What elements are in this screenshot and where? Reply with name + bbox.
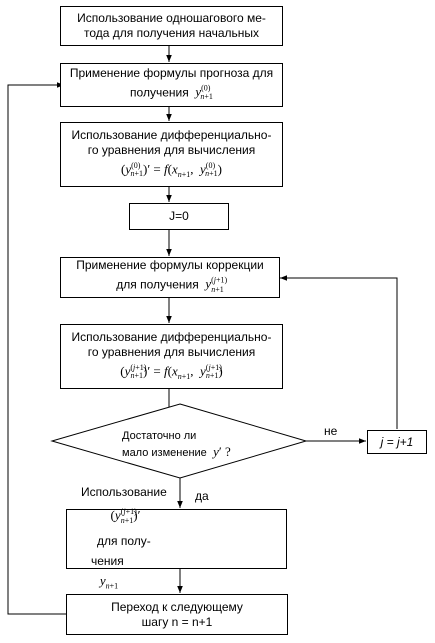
diff2-formula: (y(j+1)n+1)′ = f(xn+1, y(j+1)n+1) — [120, 362, 223, 381]
use-formula: (y(j+1)n+1)′ — [107, 506, 141, 525]
increment-label: j = j+1 — [380, 434, 414, 449]
init-label: J=0 — [169, 209, 189, 223]
correct-formula: y(j+1)n+1 — [205, 276, 228, 294]
use-box: Использование (y(j+1)n+1)′ для полу- чен… — [66, 485, 287, 590]
predict-line1: Применение формулы прогноза для — [69, 65, 274, 80]
use-formula2: yn+1 — [99, 572, 119, 591]
yes-label: да — [195, 489, 209, 503]
diff1-line2: го уравнения для вычисления — [87, 142, 256, 157]
diff1-formula: (y(0)n+1)′ = f(xn+1, y(0)n+1) — [121, 160, 222, 179]
next-line2: шагу n = n+1 — [141, 614, 213, 629]
diff2-line1: Использование дифференциально- — [71, 329, 272, 344]
predict-box: Применение формулы прогноза для получени… — [60, 63, 283, 107]
diff1-box: Использование дифференциально- го уравне… — [60, 122, 283, 187]
predict-line2: получения y(0)n+1 — [130, 83, 213, 102]
correct-box: Применение формулы коррекции для получен… — [60, 257, 280, 298]
diff1-line1: Использование дифференциально- — [71, 127, 272, 142]
arrow-next-predict — [7, 82, 66, 615]
diff2-box: Использование дифференциально- го уравне… — [60, 324, 283, 389]
use-line1: Использование (y(j+1)n+1)′ для полу- — [81, 484, 167, 548]
correct-line2: для получения y(j+1)n+1 — [116, 276, 228, 294]
decision-line1: Достаточно ли — [122, 430, 197, 442]
next-line1: Переход к следующему — [111, 599, 243, 614]
decision-formula: y′ ? — [213, 444, 231, 459]
start-line1: Использование одношагового ме- — [77, 11, 266, 25]
correct-line1: Применение формулы коррекции — [76, 258, 264, 273]
decision-text: Достаточно ли мало изменение y′ ? — [110, 428, 250, 461]
decision-line2: мало изменение y′ ? — [122, 444, 231, 459]
arrow-increment-correct — [280, 275, 398, 429]
no-label: не — [324, 424, 338, 438]
init-box: J=0 — [129, 203, 229, 230]
predict-formula: y(0)n+1 — [195, 83, 213, 102]
decision-diamond — [50, 403, 308, 479]
next-box: Переход к следующему шагу n = n+1 — [66, 594, 288, 635]
use-line2: чения yn+1 — [81, 551, 124, 597]
start-line2: тода для получения начальных — [83, 26, 260, 40]
diff2-line2: го уравнения для вычисления — [87, 344, 256, 359]
increment-box: j = j+1 — [367, 430, 427, 454]
start-box: Использование одношагового ме- тода для … — [60, 6, 283, 46]
